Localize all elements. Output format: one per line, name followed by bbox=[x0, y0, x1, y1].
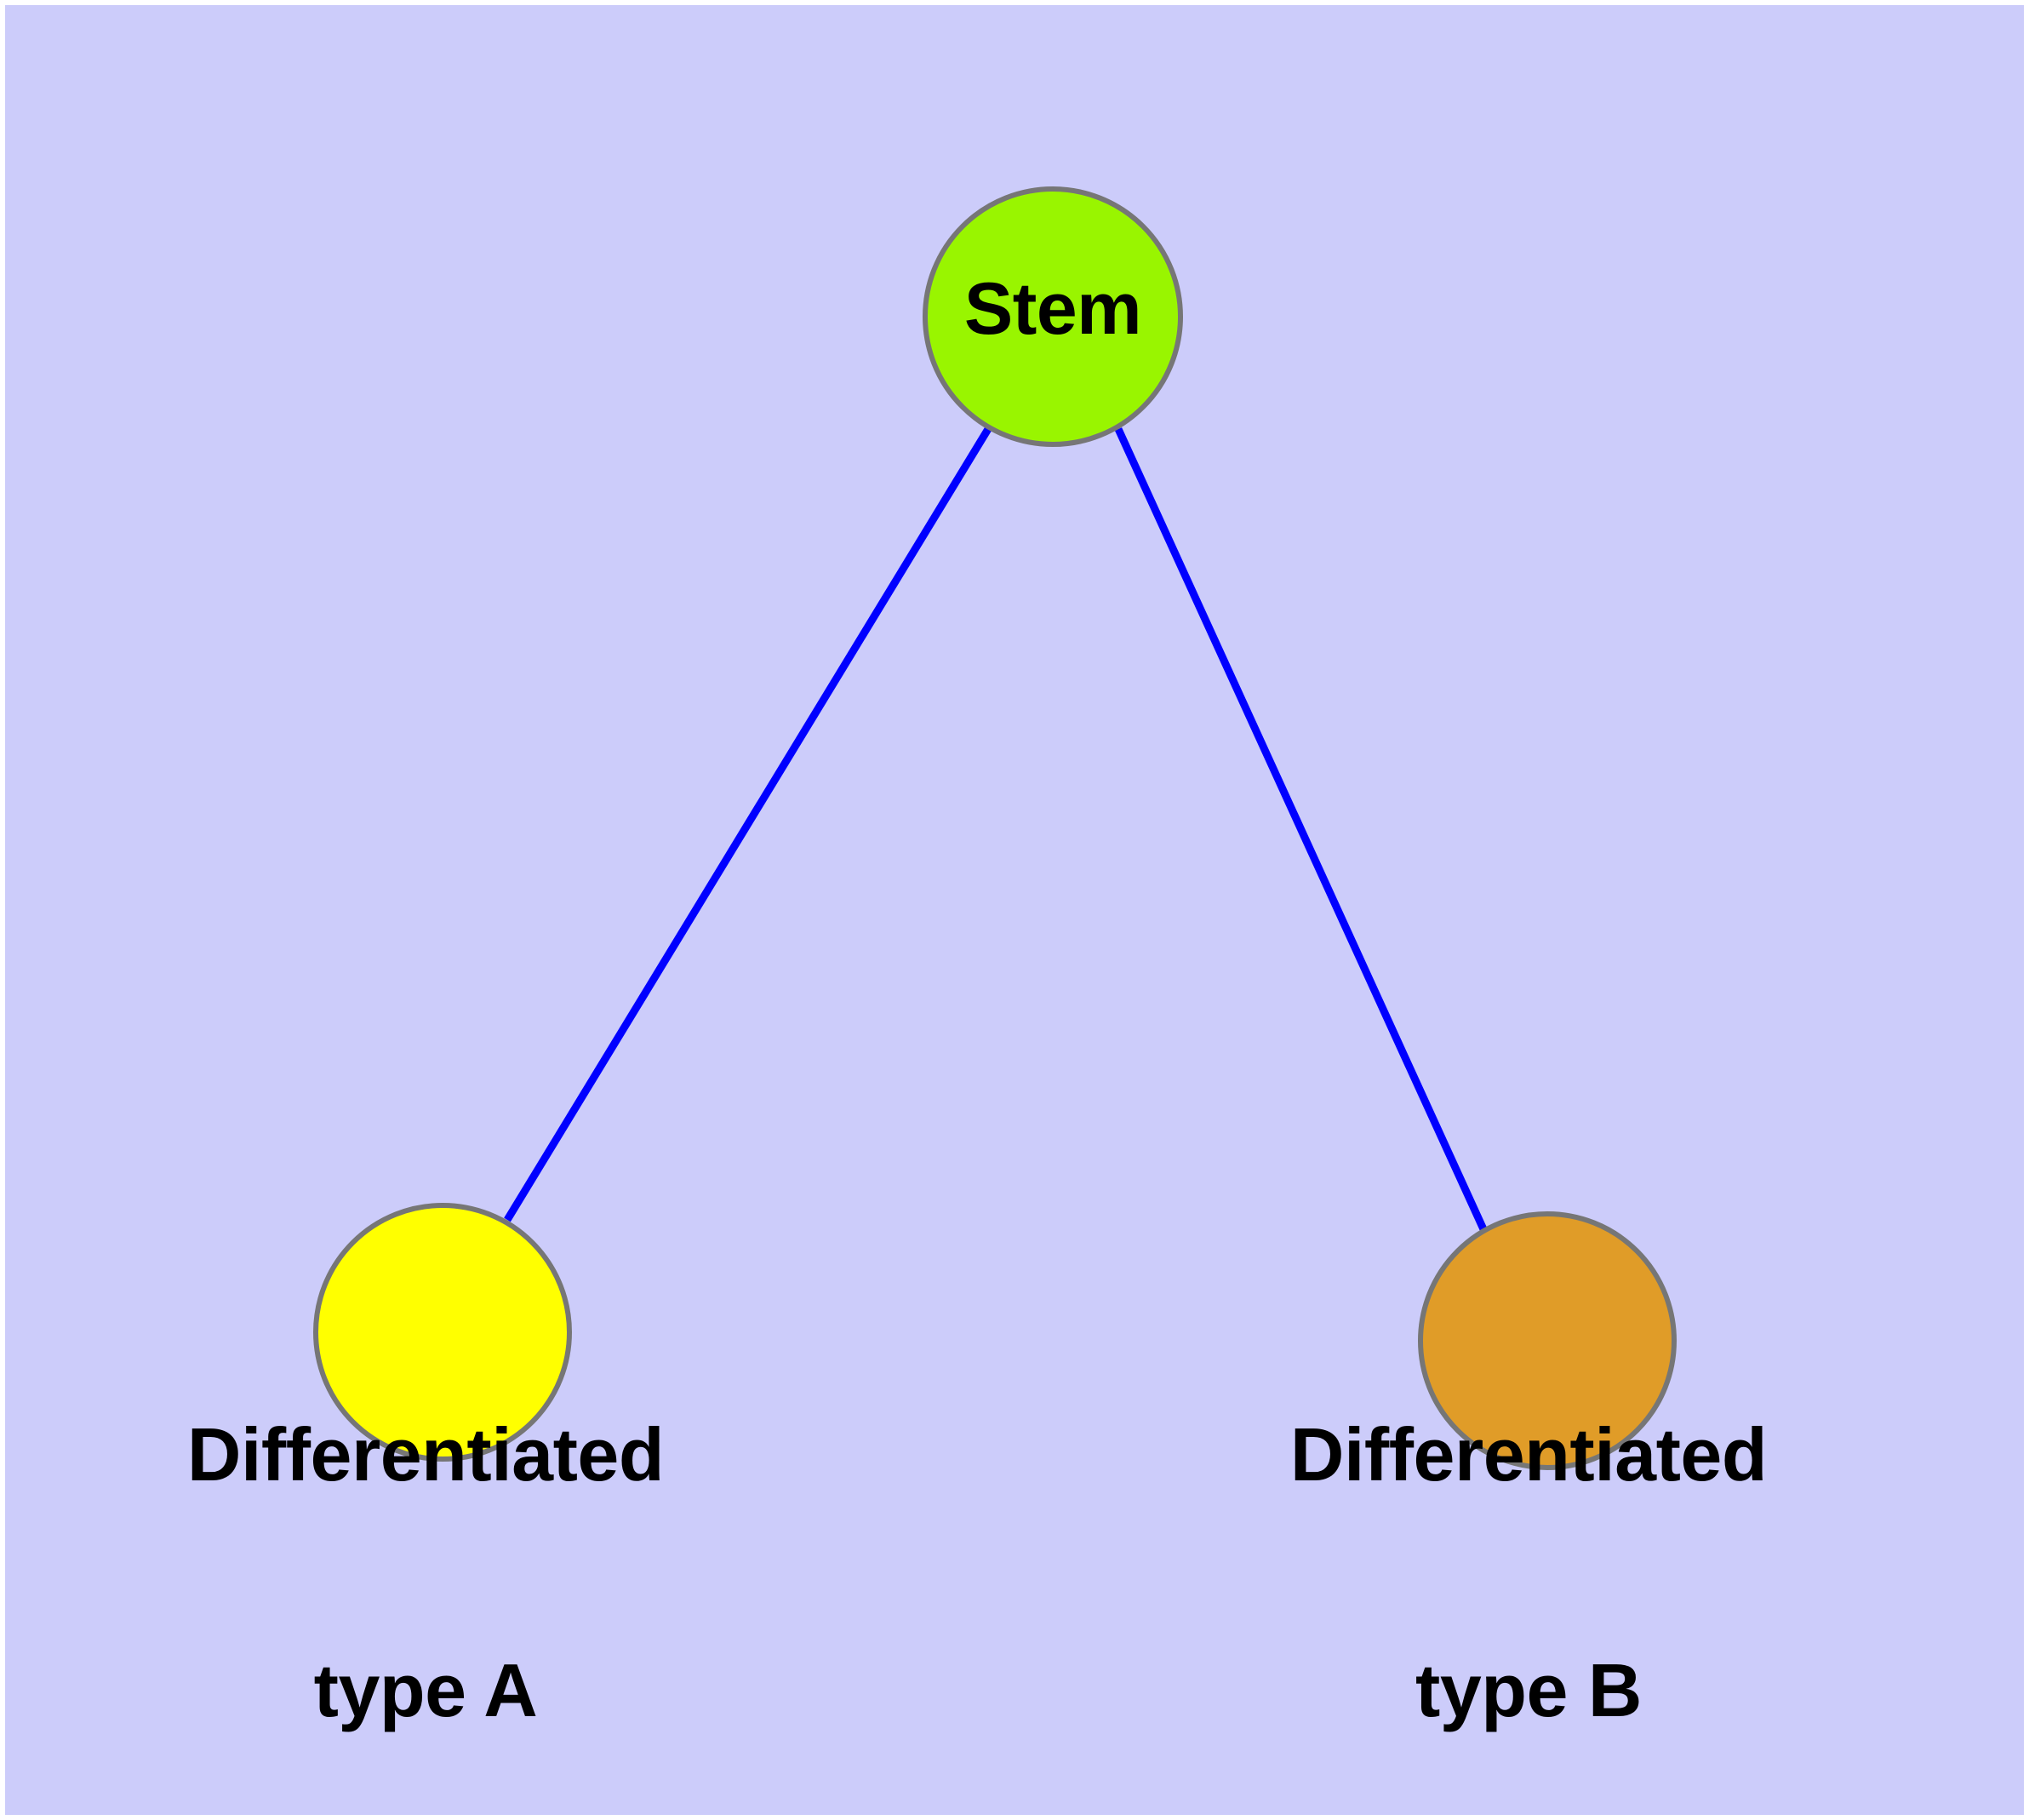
node-differentiated-type-a[interactable] bbox=[313, 1203, 572, 1462]
node-layer: Stem Differentiated type A Differentiate… bbox=[5, 5, 2024, 1815]
node-differentiated-type-a-label-line-2: type A bbox=[313, 1647, 538, 1732]
node-differentiated-type-b-label-line-2: type B bbox=[1415, 1647, 1642, 1732]
diagram-plot-area: Stem Differentiated type A Differentiate… bbox=[5, 5, 2024, 1815]
node-stem[interactable] bbox=[923, 186, 1183, 447]
node-differentiated-type-b[interactable] bbox=[1418, 1211, 1677, 1470]
